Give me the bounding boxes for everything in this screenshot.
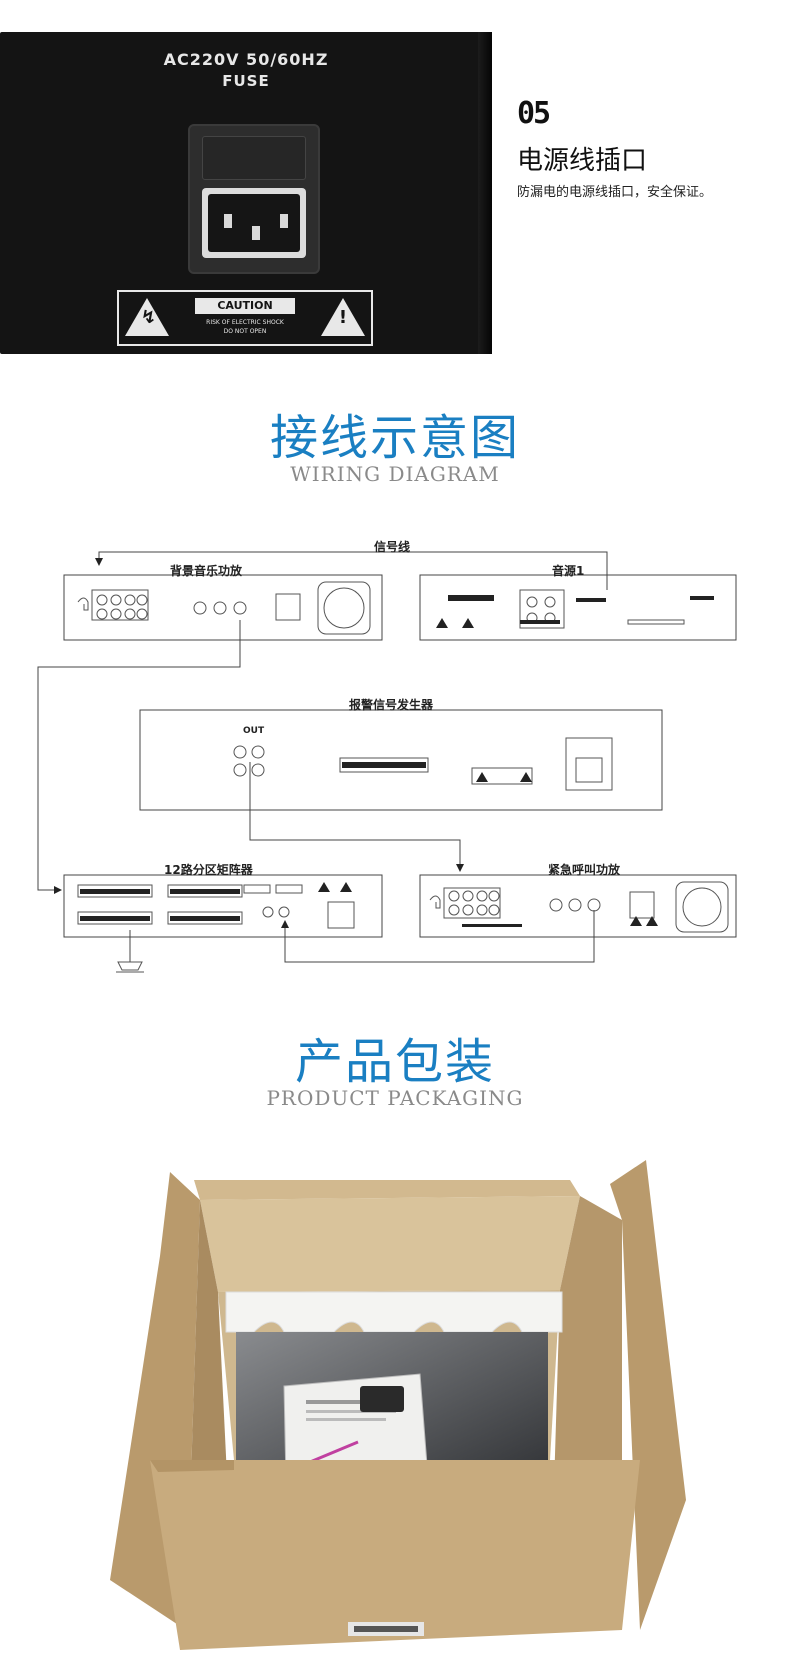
wiring-diagram: 信号线 背景音乐功放 音源1 报警信号发生器 OUT 12路分区矩阵器 紧急呼叫… — [0, 530, 790, 1020]
power-socket — [188, 124, 320, 274]
socket-pin-left — [224, 214, 232, 228]
matrix-label: 12路分区矩阵器 — [164, 863, 253, 877]
exclamation-warning-icon: ! — [321, 298, 365, 336]
socket-pin-right — [280, 214, 288, 228]
caution-line-1: RISK OF ELECTRIC SHOCK — [206, 319, 284, 326]
shock-warning-icon: ↯ — [125, 298, 169, 336]
packaging-photo — [110, 1160, 686, 1660]
signal-line-label: 信号线 — [374, 540, 411, 554]
emergency-amp-label: 紧急呼叫功放 — [548, 863, 621, 877]
emergency-amp-box — [419, 874, 737, 938]
power-socket-photo: AC220V 50/60HZ FUSE ↯ CAUTION RISK OF EL… — [0, 32, 492, 354]
socket-hole — [208, 194, 300, 252]
source-box — [419, 574, 737, 641]
section-number: 05 — [517, 96, 551, 131]
caution-line-2: DO NOT OPEN — [223, 328, 267, 335]
socket-frame — [202, 188, 306, 258]
caution-subtext: RISK OF ELECTRIC SHOCK DO NOT OPEN — [189, 318, 301, 336]
source-label: 音源1 — [552, 564, 585, 578]
matrix-box — [63, 874, 383, 938]
open-box-illustration — [110, 1160, 686, 1650]
alarm-box — [139, 709, 663, 811]
alarm-label: 报警信号发生器 — [349, 698, 434, 712]
caution-label: ↯ CAUTION RISK OF ELECTRIC SHOCK DO NOT … — [117, 290, 373, 346]
packaging-heading-cn: 产品包装 — [294, 1034, 495, 1090]
device-edge — [478, 32, 492, 354]
panel-voltage-label: AC220V 50/60HZ — [163, 50, 329, 69]
socket-pin-ground — [252, 226, 260, 240]
panel-fuse-label: FUSE — [222, 72, 270, 90]
section-title: 电源线插口 — [517, 146, 648, 176]
alarm-out-label: OUT — [243, 726, 265, 736]
section-description: 防漏电的电源线插口，安全保证。 — [517, 185, 713, 200]
wiring-diagram-lines — [37, 551, 737, 973]
wiring-heading-cn: 接线示意图 — [269, 410, 520, 466]
packaging-heading-en: PRODUCT PACKAGING — [266, 1086, 524, 1110]
caution-title: CAUTION — [195, 298, 295, 314]
fuse-holder — [202, 136, 306, 180]
bg-amp-box — [63, 574, 383, 641]
wiring-heading-en: WIRING DIAGRAM — [290, 462, 500, 486]
bg-amp-label: 背景音乐功放 — [170, 564, 243, 578]
